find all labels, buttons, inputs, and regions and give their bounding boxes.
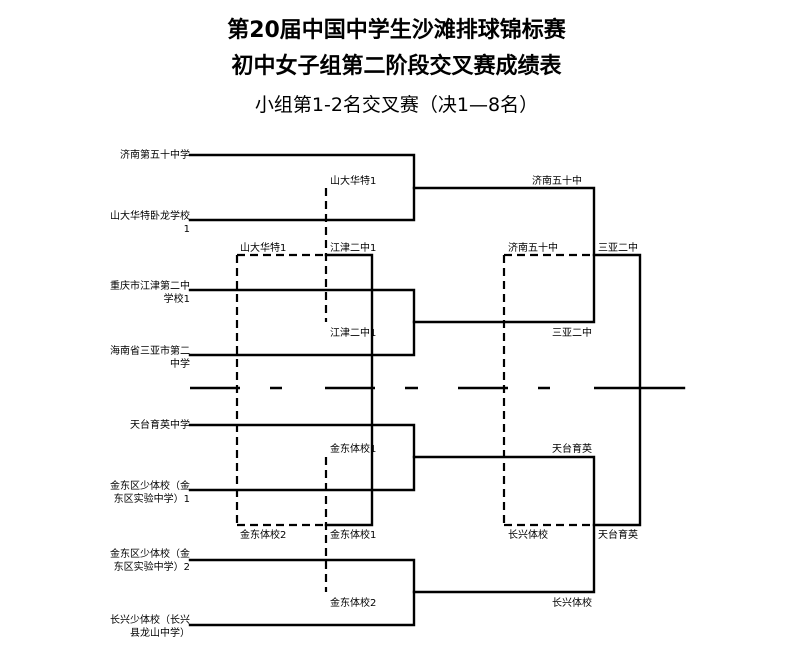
result-label: 天台育英 <box>598 530 638 541</box>
result-label: 山大华特1 <box>330 176 377 187</box>
match-line-1 <box>188 153 416 222</box>
result-label: 三亚二中 <box>598 243 638 254</box>
bracket-caption: 小组第1-2名交叉赛（决1—8名） <box>254 94 539 116</box>
result-label: 长兴体校 <box>508 530 548 541</box>
result-label: 长兴体校 <box>552 598 592 609</box>
result-label: 三亚二中 <box>552 328 592 339</box>
result-label: 金东体校1 <box>330 530 377 541</box>
team-entry-2: 山大华特卧龙学校 1 <box>110 211 190 235</box>
result-label: 金东体校2 <box>240 530 287 541</box>
team-entry-7: 金东区少体校（金 东区实验中学）2 <box>110 549 190 573</box>
result-label: 金东体校1 <box>330 444 377 455</box>
match-line-2 <box>188 288 416 357</box>
result-label: 江津二中1 <box>330 243 377 254</box>
team-entry-5: 天台育英中学 <box>130 420 190 431</box>
match-line-7 <box>324 253 374 527</box>
page-title: 第20届中国中学生沙滩排球锦标赛 <box>227 18 566 43</box>
result-label: 山大华特1 <box>240 243 287 254</box>
result-label: 济南五十中 <box>508 243 558 254</box>
match-line-3 <box>188 423 416 492</box>
result-label: 江津二中1 <box>330 328 377 339</box>
team-entry-8: 长兴少体校（长兴 县龙山中学） <box>110 615 190 639</box>
result-label: 金东体校2 <box>330 598 377 609</box>
page-subtitle: 初中女子组第二阶段交叉赛成绩表 <box>231 54 562 79</box>
match-line-4 <box>188 558 416 627</box>
result-label: 天台育英 <box>552 444 592 455</box>
result-label: 济南五十中 <box>532 176 582 187</box>
match-line-8 <box>592 253 642 527</box>
team-entry-3: 重庆市江津第二中 学校1 <box>110 281 190 305</box>
team-entry-1: 济南第五十中学 <box>120 150 190 161</box>
team-entry-6: 金东区少体校（金 东区实验中学）1 <box>110 481 190 505</box>
team-entry-4: 海南省三亚市第二 中学 <box>110 346 190 370</box>
